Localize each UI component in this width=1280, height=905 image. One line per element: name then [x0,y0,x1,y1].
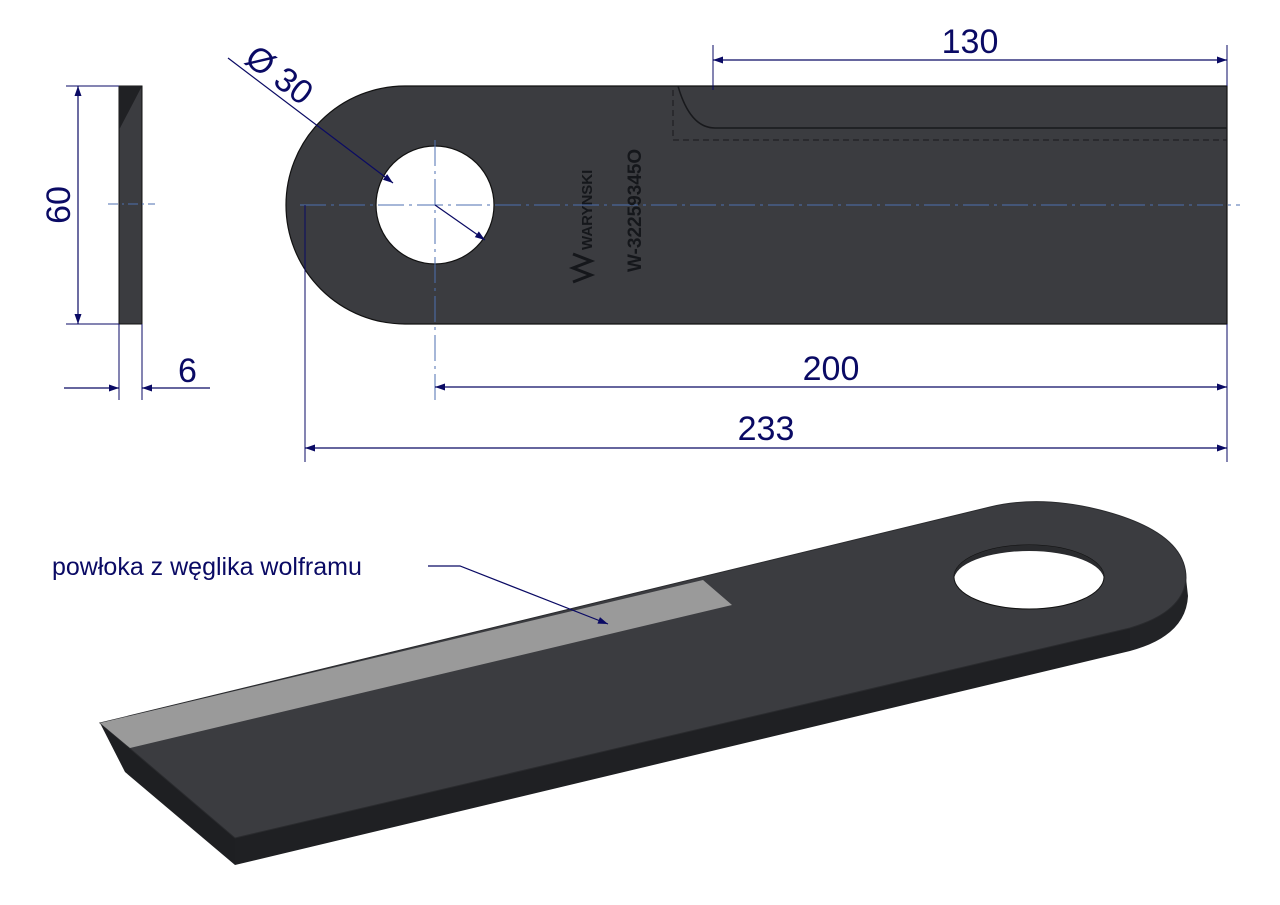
diameter-leader-line [227,57,394,184]
isometric-view: powłoka z węglika wolframu [52,501,1188,865]
isometric-hole-wall [954,545,1104,580]
hole-to-end-label: 200 [803,350,860,388]
blade-top-face [98,501,1187,839]
side-view-bevel [119,86,142,130]
blade-side-face [235,628,1130,865]
diameter-dimension-label: Ø 30 [238,38,320,113]
blade-bevel-face [100,723,235,865]
blade-eye-side-face [1130,578,1188,651]
coating-callout-leader [428,565,609,625]
engraved-part-number: W-32259345O [625,149,646,272]
logo-mark [568,252,596,284]
coated-edge-hidden-line [672,90,1227,141]
front-view-body [285,85,1228,325]
coated-length-label: 130 [942,23,999,61]
side-view: 60 6 [40,85,210,400]
carbide-coating-strip [100,580,732,748]
thickness-dimension-label: 6 [178,352,197,390]
diameter-arrow-inner [434,204,486,241]
overall-length-label: 233 [738,410,795,448]
coated-edge-outline [677,85,1227,129]
engraved-brand: WARYNSKI [579,170,596,250]
front-view: Ø 30 WARYNSKI W-32259345O 130 200 233 [227,23,1240,462]
coating-callout-label: powłoka z węglika wolframu [52,553,362,581]
height-dimension-label: 60 [40,186,78,224]
